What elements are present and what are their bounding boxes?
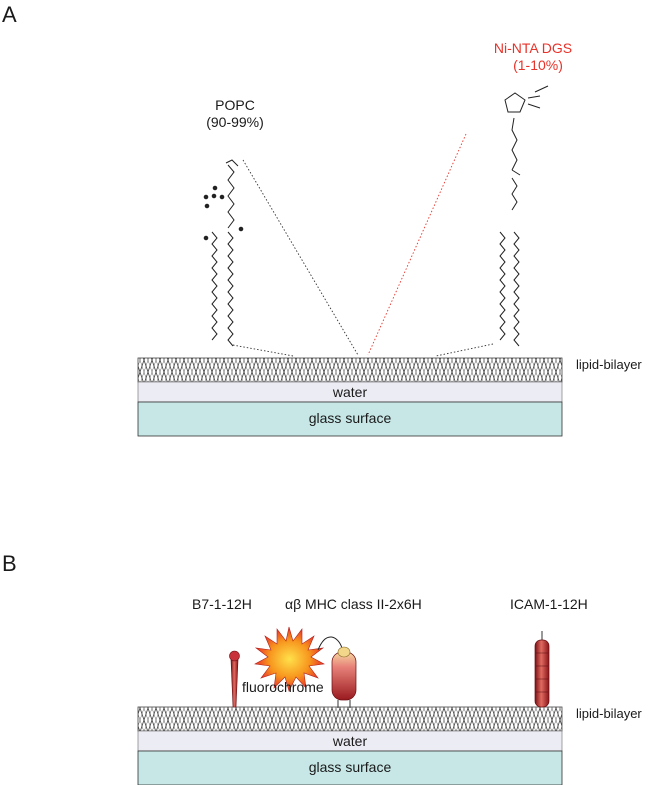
fluorochrome-burst: [254, 626, 325, 692]
mhc-label: αβ MHC class II-2x6H: [285, 596, 422, 612]
lipid-bilayer-label-a: lipid-bilayer: [576, 357, 642, 372]
lipid-bilayer-a: [137, 357, 563, 383]
fluorochrome-label: fluorochrome: [242, 679, 324, 695]
panel-b-label: B: [2, 551, 17, 576]
b7-protein: [229, 650, 240, 708]
glass-surface-label-a: glass surface: [308, 410, 392, 426]
popc-fraction: (90-99%): [206, 114, 264, 130]
nta-connector-line-lower: [435, 343, 494, 357]
popc-name: POPC: [215, 97, 255, 113]
lipid-bilayer-label-b: lipid-bilayer: [576, 706, 642, 721]
glass-surface-b: [137, 750, 563, 785]
mhc-protein: [331, 646, 357, 708]
popc-connector-line: [242, 159, 359, 356]
water-label-a: water: [332, 384, 368, 400]
nta-connector-line: [367, 133, 467, 356]
icam-protein: [534, 631, 550, 708]
lipid-bilayer-b: [137, 706, 563, 732]
popc-structure: [203, 159, 244, 347]
nta-structure: [499, 85, 549, 347]
panel-a-label: A: [2, 2, 17, 27]
b7-label: B7-1-12H: [192, 596, 252, 612]
fluorochrome-tether: [317, 636, 343, 651]
glass-surface-label-b: glass surface: [308, 759, 392, 775]
nta-fraction: (1-10%): [513, 57, 563, 73]
water-label-b: water: [332, 733, 368, 749]
icam-label: ICAM-1-12H: [510, 596, 588, 612]
glass-surface-a: [137, 401, 563, 437]
popc-connector-line-lower: [232, 344, 294, 357]
nta-name: Ni-NTA DGS: [493, 40, 573, 56]
